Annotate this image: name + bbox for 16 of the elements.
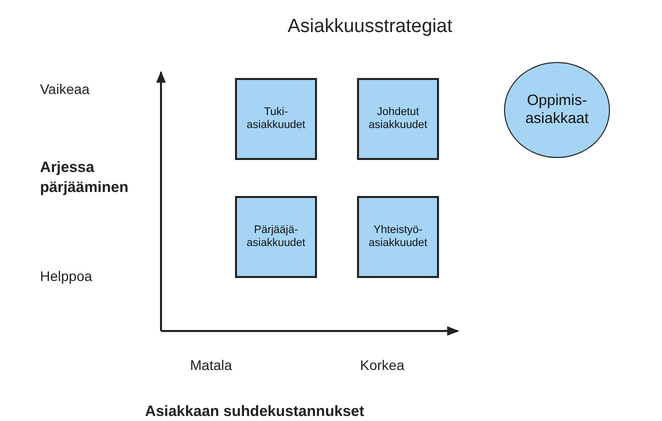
box-label: Pärjääjä- asiakkuudet (246, 224, 306, 250)
axis-label: Korkea (360, 356, 404, 374)
axis-label: Matala (190, 356, 232, 374)
axis-label: Helppoa (40, 267, 92, 286)
strategy-box (235, 196, 317, 278)
box-label: Johdetut asiakkuudet (368, 106, 428, 132)
box-label: Yhteistyö- asiakkuudet (368, 224, 428, 250)
box-label: Oppimis- asiakkaat (524, 92, 590, 128)
axis-label: Vaikeaa (40, 80, 90, 98)
box-label: Tuki- asiakkuudet (246, 106, 306, 132)
title: Asiakkuusstrategiat (286, 16, 454, 38)
axis-label: Asiakkaan suhdekustannukset (145, 402, 364, 421)
strategy-box (235, 78, 317, 160)
strategy-box (357, 196, 439, 278)
axis-label: Arjessa pärjääminen (40, 158, 130, 197)
strategy-box (357, 78, 439, 160)
